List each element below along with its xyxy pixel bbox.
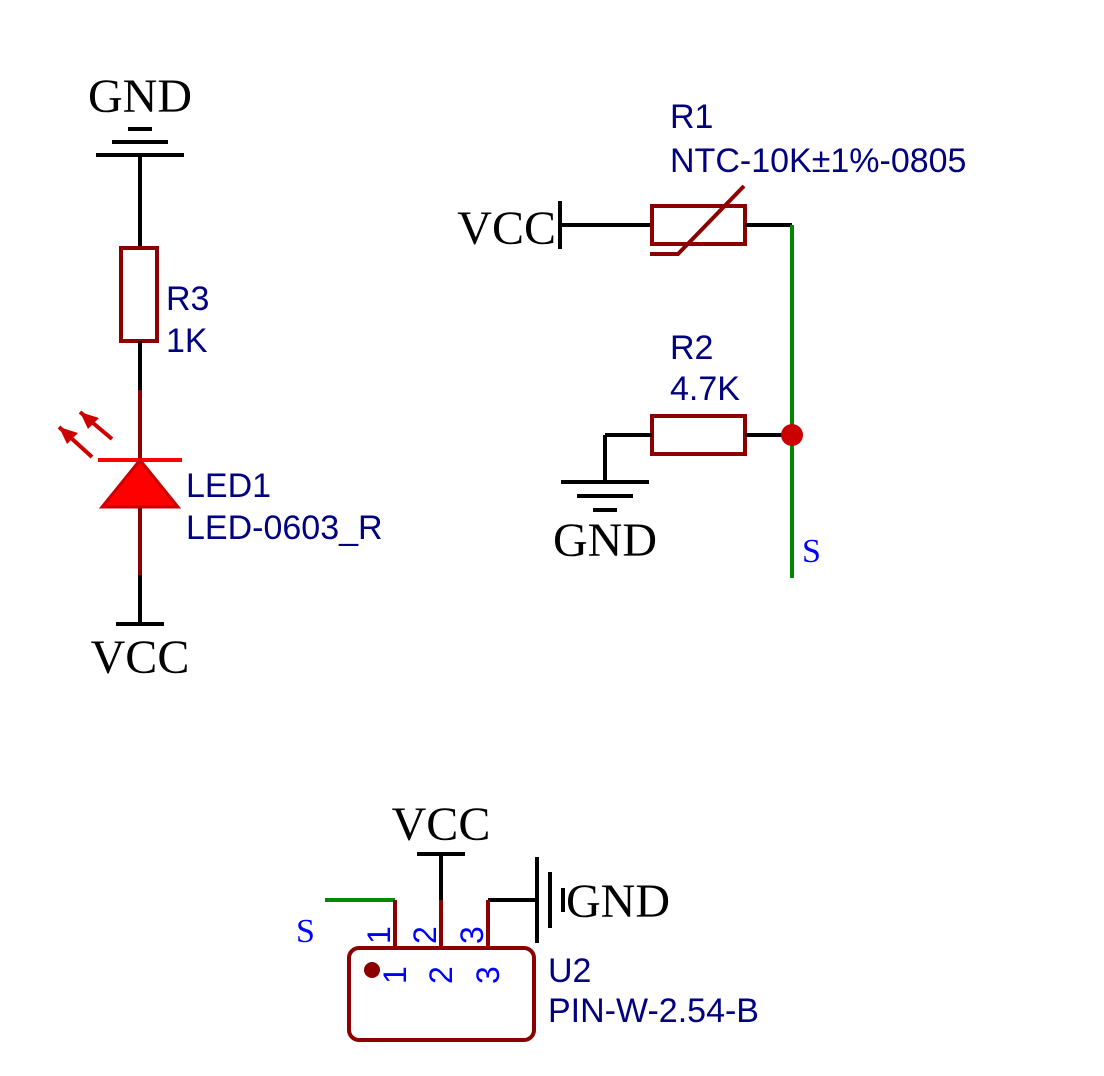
- thermistor-r1: R1 NTC-10K±1%-0805: [650, 98, 966, 256]
- vcc-label-thermistor: VCC: [457, 202, 556, 255]
- u2-outer-pin-1: 1: [361, 926, 397, 944]
- vcc-label-bottom-left: VCC: [91, 631, 190, 684]
- gnd-label-r2: GND: [553, 514, 657, 567]
- led1-value: LED-0603_R: [186, 509, 383, 547]
- r1-value: NTC-10K±1%-0805: [670, 142, 966, 180]
- vcc-label-connector: VCC: [392, 798, 491, 851]
- led1-designator: LED1: [186, 467, 271, 505]
- vcc-symbol-connector: VCC: [392, 798, 491, 856]
- resistor-r2: R2 4.7K: [650, 329, 747, 456]
- led-triangle: [98, 457, 182, 509]
- u2-outer-pin-3: 3: [454, 926, 490, 944]
- u2-body: [347, 946, 536, 1042]
- gnd-label-top-left: GND: [88, 70, 192, 123]
- r3-value: 1K: [166, 322, 208, 360]
- led-led1: LED1 LED-0603_R: [57, 390, 383, 575]
- u2-inner-pin-2: 2: [423, 966, 459, 984]
- u2-value: PIN-W-2.54-B: [548, 992, 759, 1030]
- u2-designator: U2: [548, 952, 591, 990]
- r3-designator: R3: [166, 280, 209, 318]
- net-label-s-connector: S: [296, 913, 315, 950]
- r1-designator: R1: [670, 98, 713, 136]
- junction-dot: [781, 424, 803, 446]
- gnd-symbol-r2: GND: [553, 480, 657, 567]
- net-label-s-right: S: [802, 533, 821, 570]
- r2-designator: R2: [670, 329, 713, 367]
- vcc-symbol-bottom-left: VCC: [91, 622, 190, 684]
- u2-inner-pin-1: 1: [377, 966, 413, 984]
- vcc-symbol-thermistor: VCC: [457, 201, 562, 255]
- u2-pin1-marker: [364, 962, 380, 978]
- connector-u2: 1 2 3 1 2 3 U2 PIN-W-2.54-B: [347, 900, 759, 1042]
- resistor-r3: R3 1K: [119, 246, 209, 360]
- u2-outer-pin-2: 2: [407, 926, 443, 944]
- r2-value: 4.7K: [670, 370, 740, 408]
- gnd-symbol-connector: GND: [488, 857, 670, 943]
- u2-inner-pin-3: 3: [470, 966, 506, 984]
- gnd-label-connector: GND: [566, 875, 670, 928]
- gnd-symbol-top-left: GND: [88, 70, 192, 157]
